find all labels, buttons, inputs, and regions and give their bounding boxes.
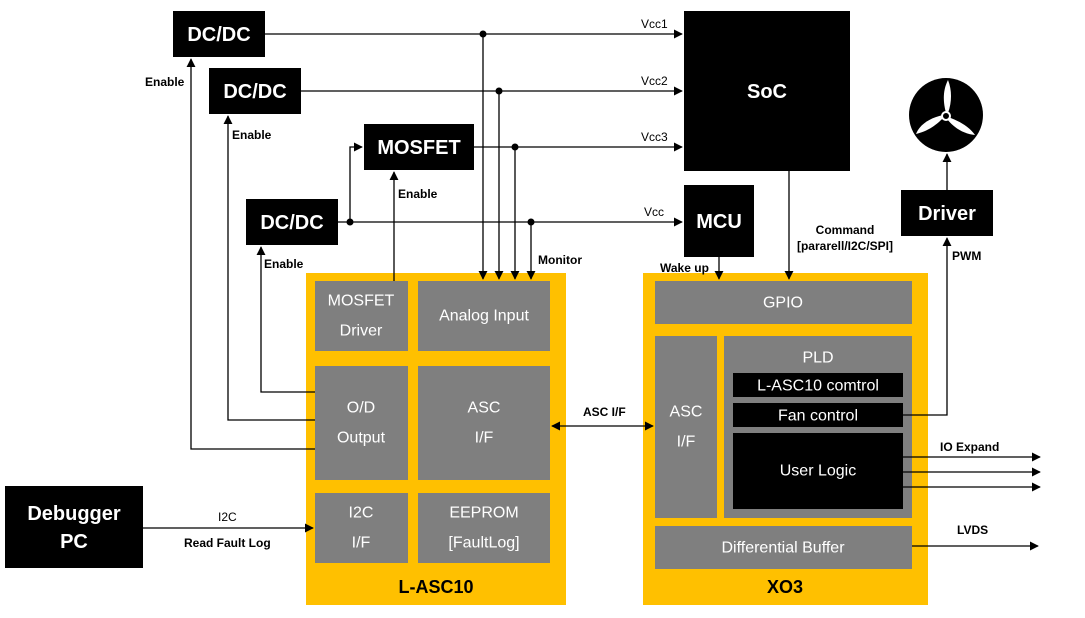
xo3-pld-label: PLD: [802, 350, 833, 367]
xo3-fan-control-label: Fan control: [778, 408, 858, 425]
read-fault-log-label: Read Fault Log: [184, 536, 271, 550]
lvds-label: LVDS: [957, 523, 988, 537]
monitor-label: Monitor: [538, 253, 582, 267]
wires: [143, 29, 1041, 551]
lasc10-asc-if-label-line1: ASC: [468, 400, 501, 417]
xo3-title: XO3: [767, 577, 803, 597]
lasc10-eeprom-block: [418, 493, 550, 563]
enable-label-dcdc3: Enable: [264, 257, 304, 271]
debugger-label-line1: Debugger: [27, 503, 121, 525]
dcdc3-label: DC/DC: [260, 212, 323, 234]
soc-block: [684, 11, 850, 171]
xo3-differential-buffer-block: [655, 526, 912, 569]
lasc10-mosfet-driver-block: [315, 281, 408, 351]
dcdc3-block: [246, 199, 338, 245]
dcdc2-label: DC/DC: [223, 81, 286, 103]
lasc10-i2c-if-label-line1: I2C: [349, 505, 374, 522]
xo3-lasc10-control-block: [733, 373, 903, 397]
driver-label: Driver: [918, 203, 976, 225]
i2c-label: I2C: [218, 510, 237, 524]
mcu-label: MCU: [696, 211, 742, 233]
pwm-label: PWM: [952, 249, 981, 263]
lasc10-analog-input-block: [418, 281, 550, 351]
lasc10-od-output-block: [315, 366, 408, 480]
debugger-block: [5, 486, 143, 568]
lasc10-asc-if-block: [418, 366, 550, 480]
lasc10-eeprom-label-line1: EEPROM: [449, 505, 518, 522]
lasc10-eeprom-label-line2: [FaultLog]: [448, 535, 519, 552]
debugger-label-line2: PC: [60, 531, 88, 553]
vcc-label: Vcc: [644, 205, 664, 219]
xo3-fan-control-block: [733, 403, 903, 427]
dcdc2-block: [209, 68, 301, 114]
xo3-asc-if-label-line1: ASC: [670, 404, 703, 421]
lasc10-od-output-label-line2: Output: [337, 430, 386, 447]
lasc10-mosfet-driver-label-line1: MOSFET: [328, 293, 395, 310]
xo3-asc-if-block: [655, 336, 717, 518]
fan-icon: [909, 78, 983, 152]
vcc3-label: Vcc3: [641, 130, 668, 144]
vcc1-label: Vcc1: [641, 17, 668, 31]
xo3-user-logic-block: [733, 433, 903, 509]
xo3-asc-if-label-line2: I/F: [677, 434, 696, 451]
io-expand-label: IO Expand: [940, 440, 999, 454]
junction-dots: [346, 30, 535, 226]
soc-label: SoC: [747, 81, 787, 103]
lasc10-i2c-if-block: [315, 493, 408, 563]
dcdc1-block: [173, 11, 265, 57]
lasc10-i2c-if-label-line2: I/F: [352, 535, 371, 552]
enable-label-dcdc2: Enable: [232, 128, 272, 142]
enable-label-dcdc1: Enable: [145, 75, 185, 89]
lasc10-asc-if-label-line2: I/F: [475, 430, 494, 447]
lasc10-mosfet-driver-label-line2: Driver: [340, 323, 383, 340]
command-label-line2: [pararell/I2C/SPI]: [797, 239, 893, 253]
xo3-lasc10-control-label: L-ASC10 comtrol: [757, 378, 879, 395]
command-label-line1: Command: [816, 223, 875, 237]
wake-up-label: Wake up: [660, 261, 709, 275]
mosfet-block: [364, 124, 474, 170]
lasc10-analog-input-label: Analog Input: [439, 308, 529, 325]
xo3-differential-buffer-label: Differential Buffer: [721, 540, 845, 557]
asc-if-link-label: ASC I/F: [583, 405, 626, 419]
lasc10-od-output-label-line1: O/D: [347, 400, 375, 417]
xo3-user-logic-label: User Logic: [780, 463, 856, 480]
driver-block: [901, 190, 993, 236]
mosfet-label: MOSFET: [377, 137, 460, 159]
dcdc1-label: DC/DC: [187, 24, 250, 46]
xo3-gpio-block: [655, 281, 912, 324]
vcc2-label: Vcc2: [641, 74, 668, 88]
enable-label-mosfet: Enable: [398, 187, 438, 201]
xo3-gpio-label: GPIO: [763, 295, 803, 312]
lasc10-title: L-ASC10: [398, 577, 473, 597]
mcu-block: [684, 185, 754, 257]
